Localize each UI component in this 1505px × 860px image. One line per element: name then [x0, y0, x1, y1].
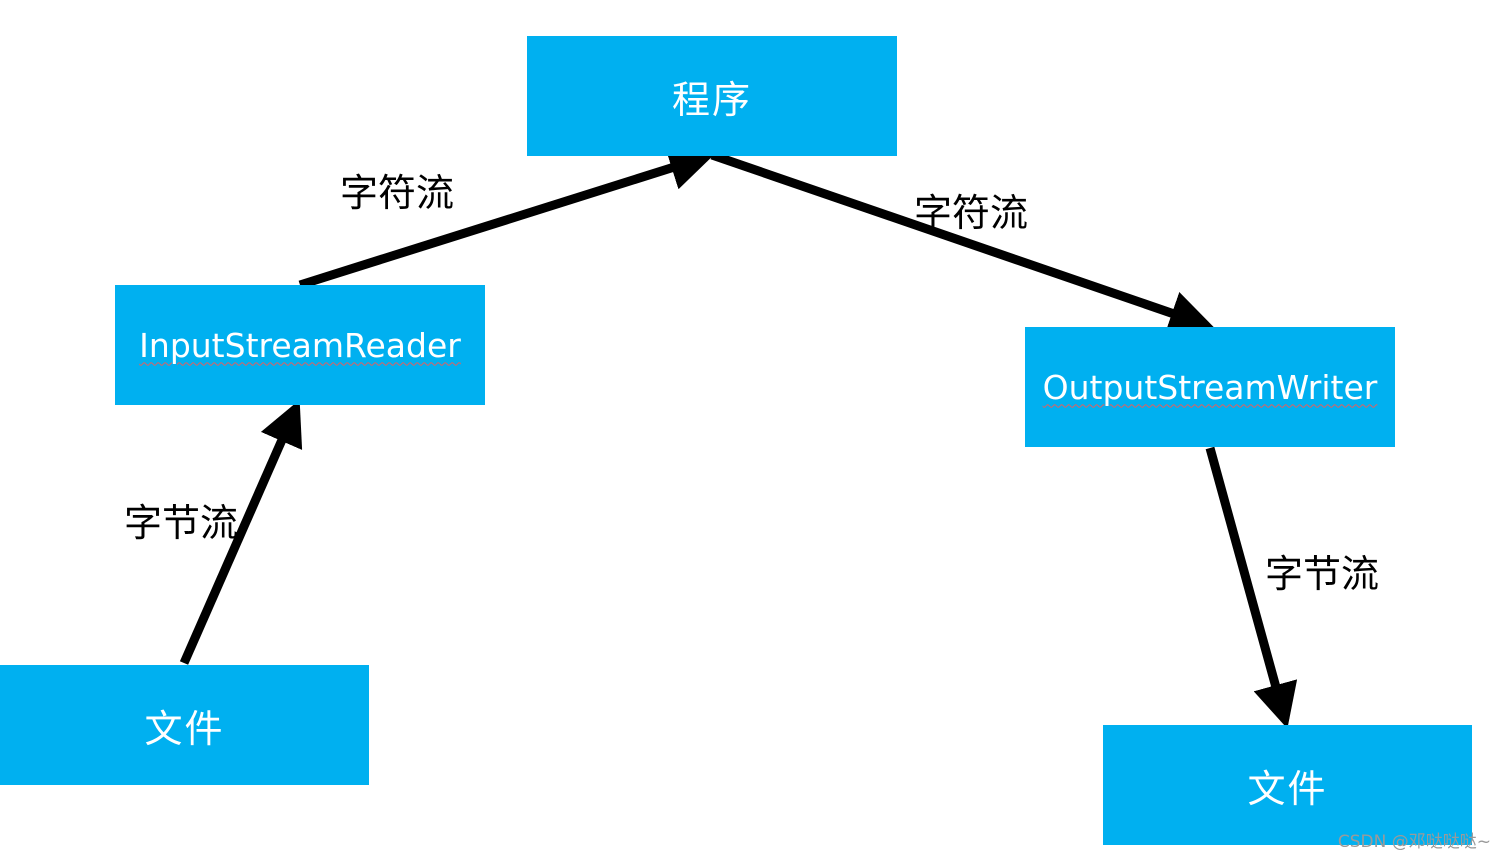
- arrow-writer-to-file: [1205, 446, 1298, 729]
- arrow-reader-to-program: [298, 146, 715, 290]
- arrow-program-to-writer: [710, 150, 1215, 335]
- program-box: 程序: [527, 36, 897, 156]
- arrow-file-to-reader: [179, 399, 303, 665]
- target-file-box: 文件: [1103, 725, 1472, 845]
- source-file-box: 文件: [0, 665, 369, 785]
- output-stream-writer-box: OutputStreamWriter: [1025, 327, 1395, 447]
- output-stream-writer-label: OutputStreamWriter: [1042, 367, 1378, 407]
- source-file-label: 文件: [144, 706, 225, 751]
- edge-label-file-to-reader: 字节流: [124, 501, 239, 545]
- watermark: CSDN @邓哒哒哒~: [1337, 832, 1491, 852]
- target-file-label: 文件: [1247, 766, 1328, 811]
- edge-label-writer-to-file: 字节流: [1265, 552, 1380, 596]
- edge-label-reader-to-program: 字符流: [340, 171, 455, 215]
- input-stream-reader-label: InputStreamReader: [139, 325, 461, 365]
- edge-label-program-to-writer: 字符流: [914, 191, 1029, 235]
- input-stream-reader-box: InputStreamReader: [115, 285, 485, 405]
- program-label: 程序: [671, 77, 752, 122]
